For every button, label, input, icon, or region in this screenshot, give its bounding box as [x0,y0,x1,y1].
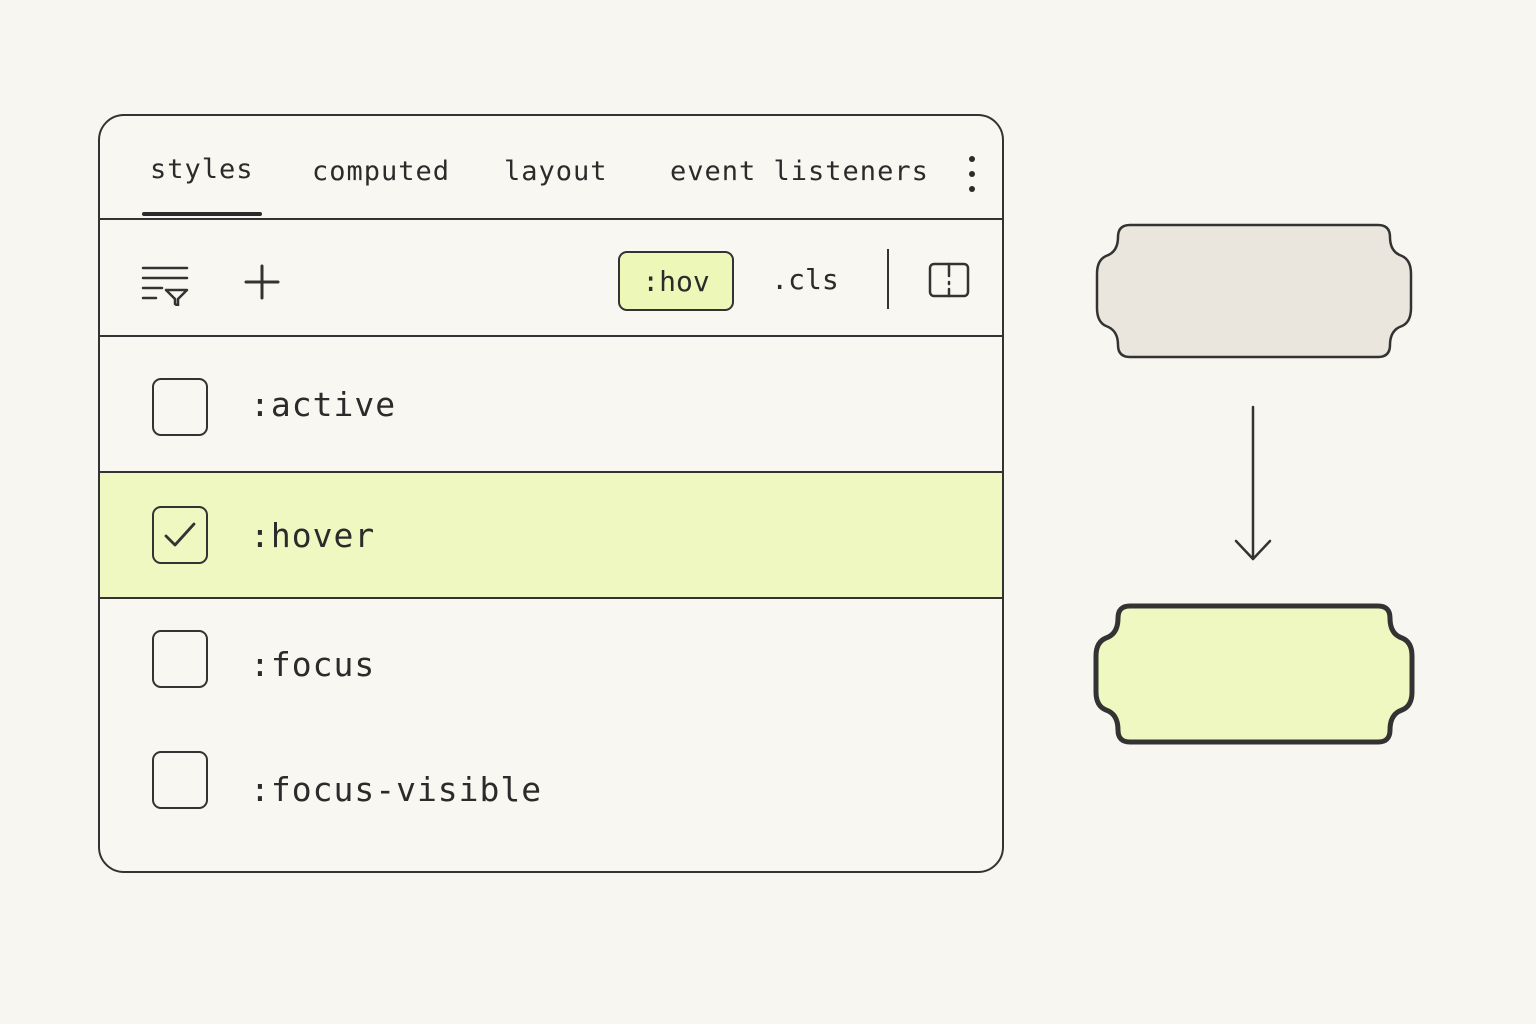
checkbox-focus[interactable] [152,630,208,688]
element-preview-hover [1093,603,1415,745]
checkbox-active[interactable] [152,378,208,436]
filter-icon[interactable] [140,264,190,306]
tab-computed[interactable]: computed [312,156,451,187]
sidebar-toggle-icon[interactable] [928,262,970,298]
styles-panel: styles computed layout event listeners :… [98,114,1004,873]
tab-styles[interactable]: styles [150,154,254,185]
state-label: :focus [250,644,376,684]
styles-toolbar: :hov .cls [100,220,1002,337]
active-tab-indicator [142,212,262,216]
state-row-active[interactable]: :active [100,337,1002,471]
cls-toggle-button[interactable]: .cls [771,262,839,296]
checkbox-focus-visible[interactable] [152,751,208,809]
toolbar-divider [887,249,889,309]
state-row-focus[interactable]: :focus [100,599,1002,729]
tab-layout[interactable]: layout [504,156,608,187]
state-row-focus-visible[interactable]: :focus-visible [100,729,1002,849]
state-row-hover[interactable]: :hover [100,471,1002,599]
state-label: :active [250,384,397,424]
plus-icon[interactable] [243,263,281,301]
checkbox-hover[interactable] [152,506,208,564]
tab-bar: styles computed layout event listeners [100,116,1002,220]
hov-toggle-button[interactable]: :hov [618,251,734,311]
more-options-icon[interactable] [966,156,978,192]
state-label: :focus-visible [250,769,543,809]
state-label: :hover [250,515,376,555]
tab-event-listeners[interactable]: event listeners [670,156,929,187]
element-preview-default [1095,223,1413,359]
arrow-down-icon [1234,405,1272,561]
checkmark-icon [164,522,196,547]
